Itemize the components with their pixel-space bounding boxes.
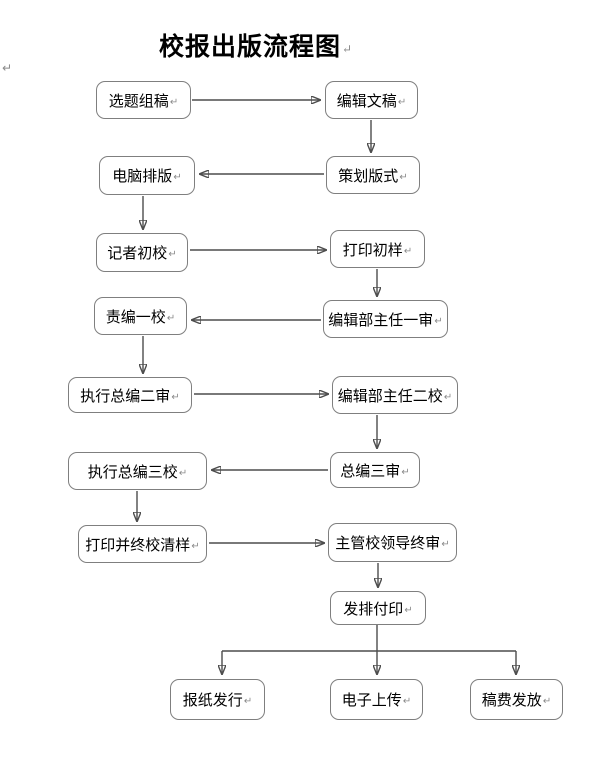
return-mark: ↵ <box>173 172 182 183</box>
return-mark: ↵ <box>178 467 188 479</box>
node-electronic-upload: 电子上传↵ <box>330 679 423 720</box>
page-title: 校报出版流程图↵ <box>159 27 352 63</box>
return-mark: ↵ <box>401 466 410 478</box>
node-computer-typesetting: 电脑排版↵ <box>99 156 195 195</box>
return-mark: ↵ <box>191 540 200 552</box>
return-mark: ↵ <box>434 315 443 327</box>
edge-typesetprint-branches <box>222 625 516 674</box>
return-mark: ↵ <box>168 249 177 260</box>
node-executive-editor-third-proofread: 执行总编三校↵ <box>68 452 207 490</box>
return-mark: ↵ <box>404 604 413 616</box>
node-school-leader-final-review: 主管校领导终审↵ <box>328 523 457 562</box>
margin-return-mark: ↵ <box>2 61 13 75</box>
node-executive-editor-second-review: 执行总编二审↵ <box>68 377 192 413</box>
return-mark: ↵ <box>402 696 412 707</box>
node-fee-payment: 稿费发放↵ <box>470 679 563 720</box>
return-mark: ↵ <box>403 245 413 257</box>
return-mark: ↵ <box>399 171 408 183</box>
return-mark: ↵ <box>397 96 407 108</box>
node-editor-first-proofread: 责编一校↵ <box>94 297 187 335</box>
node-print-first-proof: 打印初样↵ <box>330 230 425 268</box>
paragraph-return-mark: ↵ <box>342 41 353 56</box>
node-newspaper-distribution: 报纸发行↵ <box>170 679 265 720</box>
return-mark: ↵ <box>169 96 179 108</box>
node-print-final-proof: 打印并终校清样↵ <box>78 525 207 563</box>
return-mark: ↵ <box>166 312 176 324</box>
return-mark: ↵ <box>441 539 450 550</box>
node-topic-selection: 选题组稿↵ <box>96 81 191 119</box>
node-edit-manuscript: 编辑文稿↵ <box>325 81 418 119</box>
return-mark: ↵ <box>542 696 552 707</box>
node-dept-director-first-review: 编辑部主任一审↵ <box>323 300 448 338</box>
return-mark: ↵ <box>243 696 253 707</box>
node-chief-editor-third-review: 总编三审↵ <box>330 452 420 488</box>
node-layout-planning: 策划版式↵ <box>326 156 420 194</box>
node-reporter-first-proofread: 记者初校↵ <box>96 233 188 272</box>
page-title-text: 校报出版流程图 <box>159 32 342 61</box>
return-mark: ↵ <box>171 391 180 403</box>
node-dept-director-second-proofread: 编辑部主任二校↵ <box>332 376 458 414</box>
return-mark: ↵ <box>443 391 453 403</box>
node-typeset-and-print: 发排付印↵ <box>330 591 426 625</box>
